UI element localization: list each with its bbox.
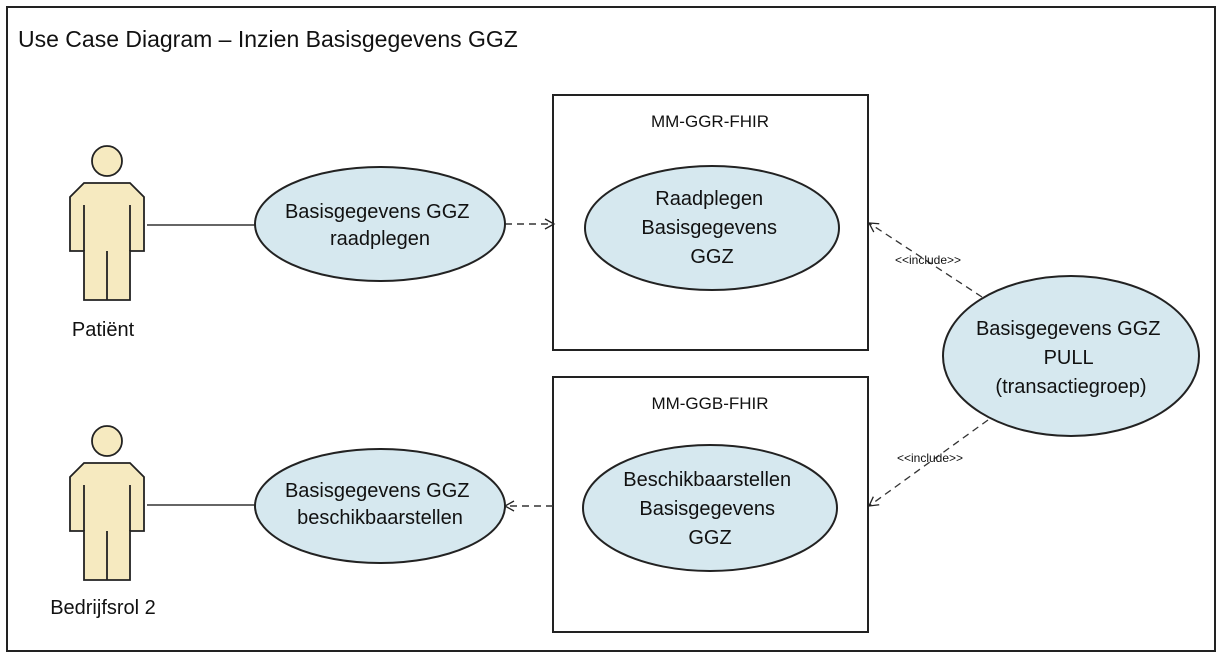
usecase-sys-beschikbaar-line3: GGZ bbox=[688, 527, 731, 549]
usecase-pull-line2: PULL bbox=[1044, 347, 1094, 369]
include-label-top: <<include>> bbox=[895, 253, 961, 267]
include-arrow-bottom bbox=[867, 419, 989, 507]
include-label-bottom: <<include>> bbox=[897, 451, 963, 465]
usecase-beschikbaar-line2: beschikbaarstellen bbox=[297, 507, 463, 529]
system-label-ggb: MM-GGB-FHIR bbox=[651, 394, 768, 413]
actor-role2-label: Bedrijfsrol 2 bbox=[50, 597, 156, 619]
svg-text:Basisgegevens GGZ beschikb: Basisgegevens GGZ beschikbaarstellen bbox=[285, 480, 475, 529]
usecase-beschikbaar-line1: Basisgegevens GGZ bbox=[285, 480, 470, 502]
usecase-raadplegen bbox=[254, 166, 506, 282]
svg-text:Basisgegevens GGZ PULL: Basisgegevens GGZ PULL (transactiegroep) bbox=[976, 318, 1166, 398]
usecase-sys-raadplegen bbox=[584, 165, 840, 291]
actor-patient-icon bbox=[69, 145, 145, 301]
system-label-ggr: MM-GGR-FHIR bbox=[651, 112, 769, 131]
usecase-raadplegen-line1: Basisgegevens GGZ bbox=[285, 201, 470, 223]
usecase-sys-raadplegen-line3: GGZ bbox=[690, 246, 733, 268]
usecase-pull-line3: (transactiegroep) bbox=[995, 376, 1146, 398]
usecase-raadplegen-line2: raadplegen bbox=[330, 228, 430, 250]
svg-text:Beschikbaarstellen Basisge: Beschikbaarstellen Basisgegevens GGZ bbox=[623, 469, 796, 549]
actor-patient-label: Patiënt bbox=[72, 319, 135, 341]
actor-role2-icon bbox=[69, 425, 145, 581]
svg-text:Raadplegen Basisgegevens: Raadplegen Basisgegevens GGZ bbox=[641, 188, 782, 268]
diagram-title: Use Case Diagram – Inzien Basisgegevens … bbox=[18, 26, 518, 52]
include-arrow-top bbox=[867, 222, 983, 298]
usecase-pull bbox=[942, 275, 1200, 437]
usecase-sys-beschikbaar-line1: Beschikbaarstellen bbox=[623, 469, 791, 491]
usecase-sys-raadplegen-line2: Basisgegevens bbox=[641, 217, 777, 239]
svg-text:Basisgegevens GGZ raadpleg: Basisgegevens GGZ raadplegen bbox=[285, 201, 475, 250]
usecase-sys-beschikbaar bbox=[582, 444, 838, 572]
usecase-beschikbaar bbox=[254, 448, 506, 564]
usecase-sys-beschikbaar-line2: Basisgegevens bbox=[639, 498, 775, 520]
usecase-pull-line1: Basisgegevens GGZ bbox=[976, 318, 1161, 340]
usecase-sys-raadplegen-line1: Raadplegen bbox=[655, 188, 763, 210]
